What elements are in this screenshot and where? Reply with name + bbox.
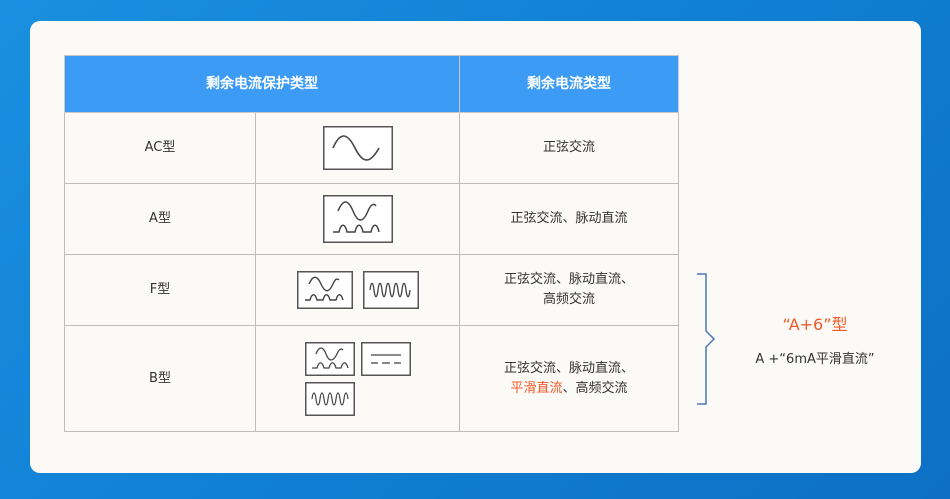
right-brace-icon <box>697 273 716 405</box>
table-row: AC型 正弦交流 <box>64 112 679 184</box>
smooth-dc-icon <box>360 341 411 376</box>
sine-pulse-wave-icon <box>304 341 355 376</box>
rcd-type-table: 剩余电流保护类型 剩余电流类型 AC型 正弦交流 A型 <box>64 55 679 432</box>
current-line: 正弦交流、脉动直流、 <box>503 360 634 376</box>
header-current-type: 剩余电流类型 <box>459 55 679 113</box>
high-frequency-wave-icon <box>304 381 355 416</box>
highlight-text: 平滑直流 <box>510 380 563 396</box>
current-line-rest: 、高频交流 <box>562 380 628 396</box>
waveform-cell <box>255 183 460 255</box>
type-label: B型 <box>64 325 256 432</box>
table-row: B型 <box>64 325 679 432</box>
annotation-description: A +“6mA平滑直流” <box>755 352 875 367</box>
high-frequency-wave-icon <box>362 271 419 309</box>
header-protection-type: 剩余电流保护类型 <box>64 55 460 113</box>
sine-pulse-wave-icon <box>296 271 353 309</box>
current-line: 平滑直流、高频交流 <box>460 379 678 399</box>
table-row: A型 正弦交流、脉动直流 <box>64 183 679 255</box>
annotation-title: “A+6”型 <box>782 315 848 334</box>
current-type: 正弦交流、脉动直流 <box>459 183 679 255</box>
type-label: F型 <box>64 254 256 326</box>
content-card: 剩余电流保护类型 剩余电流类型 AC型 正弦交流 A型 <box>30 21 921 473</box>
current-type: 正弦交流 <box>459 112 679 184</box>
type-label: A型 <box>64 183 256 255</box>
current-type: 正弦交流、脉动直流、 平滑直流、高频交流 <box>459 325 679 432</box>
sine-pulse-wave-icon <box>322 195 393 243</box>
current-line: 正弦交流、脉动直流、 <box>503 272 634 287</box>
waveform-cell <box>255 254 460 326</box>
current-type: 正弦交流、脉动直流、 高频交流 <box>459 254 679 326</box>
type-label: AC型 <box>64 112 256 184</box>
waveform-cell <box>255 112 460 184</box>
sine-wave-icon <box>322 126 393 170</box>
waveform-cell <box>255 325 460 432</box>
table-row: F型 正弦交流、脉动直流、 高频交流 <box>64 254 679 326</box>
current-line: 高频交流 <box>542 292 595 307</box>
